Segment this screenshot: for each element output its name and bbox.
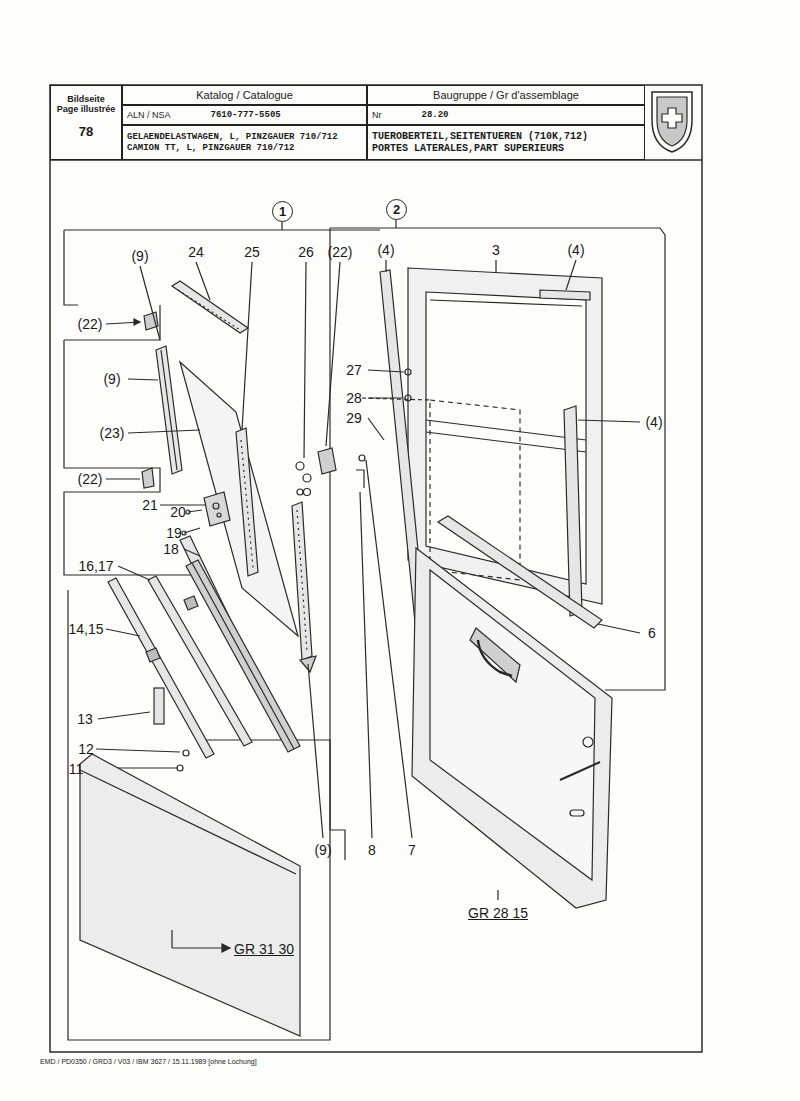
catalog-number-cell: ALN / NSA 7610-777-5505 bbox=[122, 105, 367, 125]
callout-number: (22) bbox=[78, 471, 103, 487]
cell-text: PORTES LATERALES,PART SUPERIEURS bbox=[372, 143, 564, 155]
page-number-cell: Bildseite Page illustrée 78 bbox=[50, 85, 122, 160]
callout-number: (9) bbox=[314, 842, 331, 858]
group-number-cell: Nr 28.20 bbox=[367, 105, 645, 125]
callout-number: 27 bbox=[346, 362, 362, 378]
group-circle: 2 bbox=[386, 199, 407, 220]
callout-number: 12 bbox=[78, 741, 94, 757]
callout-number: 18 bbox=[163, 541, 179, 557]
group-cell: Baugruppe / Gr d'assemblage bbox=[367, 85, 645, 105]
group-circle: 1 bbox=[272, 201, 293, 222]
cell-text: Katalog / Catalogue bbox=[196, 89, 293, 101]
cell-text: Nr bbox=[372, 110, 382, 120]
cell-text: 1 bbox=[279, 204, 286, 219]
callout-number: (4) bbox=[645, 414, 662, 430]
callout-number: 25 bbox=[244, 244, 260, 260]
callout-number: 19 bbox=[166, 525, 182, 541]
callout-number: (9) bbox=[103, 371, 120, 387]
callout-number: 20 bbox=[170, 504, 186, 520]
callout-number: 24 bbox=[188, 244, 204, 260]
footer-note: EMD / PD0350 / GRD3 / V03 / IBM 3627 / 1… bbox=[40, 1058, 257, 1065]
callout-number: (22) bbox=[78, 316, 103, 332]
callout-number: (4) bbox=[567, 242, 584, 258]
group-reference: GR 28 15 bbox=[468, 905, 528, 921]
group-title-cell: TUEROBERTEIL,SEITENTUEREN (710K,712)PORT… bbox=[367, 125, 645, 160]
cell-text: Bildseite Page illustrée bbox=[56, 94, 116, 114]
callout-number: 13 bbox=[77, 711, 93, 727]
cell-text: Baugruppe / Gr d'assemblage bbox=[433, 89, 579, 101]
callout-number: 7 bbox=[408, 842, 416, 858]
cell-text: CAMION TT, L, PINZGAUER 710/712 bbox=[127, 143, 294, 154]
callout-number: (22) bbox=[328, 244, 353, 260]
cell-text: TUEROBERTEIL,SEITENTUEREN (710K,712) bbox=[372, 131, 588, 143]
cell-text: 78 bbox=[79, 124, 93, 139]
vehicle-cell: GELAENDELASTWAGEN, L, PINZGAUER 710/712C… bbox=[122, 125, 367, 160]
callout-number: 6 bbox=[648, 625, 656, 641]
callout-number: 26 bbox=[298, 244, 314, 260]
callout-number: 11 bbox=[69, 761, 84, 777]
callout-number: 29 bbox=[346, 410, 362, 426]
callout-number: (23) bbox=[100, 425, 125, 441]
cell-text: ALN / NSA bbox=[127, 110, 171, 120]
callout-number: 3 bbox=[492, 242, 500, 258]
callout-number: 14,15 bbox=[68, 621, 103, 637]
callout-number: 21 bbox=[142, 497, 158, 513]
cell-text: 28.20 bbox=[422, 110, 449, 120]
cell-text: GELAENDELASTWAGEN, L, PINZGAUER 710/712 bbox=[127, 132, 338, 143]
cell-text: 7610-777-5505 bbox=[211, 110, 281, 120]
catalog-cell: Katalog / Catalogue bbox=[122, 85, 367, 105]
cell-text: 2 bbox=[393, 202, 400, 217]
callout-number: 28 bbox=[346, 390, 362, 406]
callout-number: 16,17 bbox=[78, 558, 113, 574]
callout-number: (9) bbox=[131, 248, 148, 264]
group-reference: GR 31 30 bbox=[234, 941, 294, 957]
callout-number: (4) bbox=[377, 242, 394, 258]
callout-number: 8 bbox=[368, 842, 376, 858]
